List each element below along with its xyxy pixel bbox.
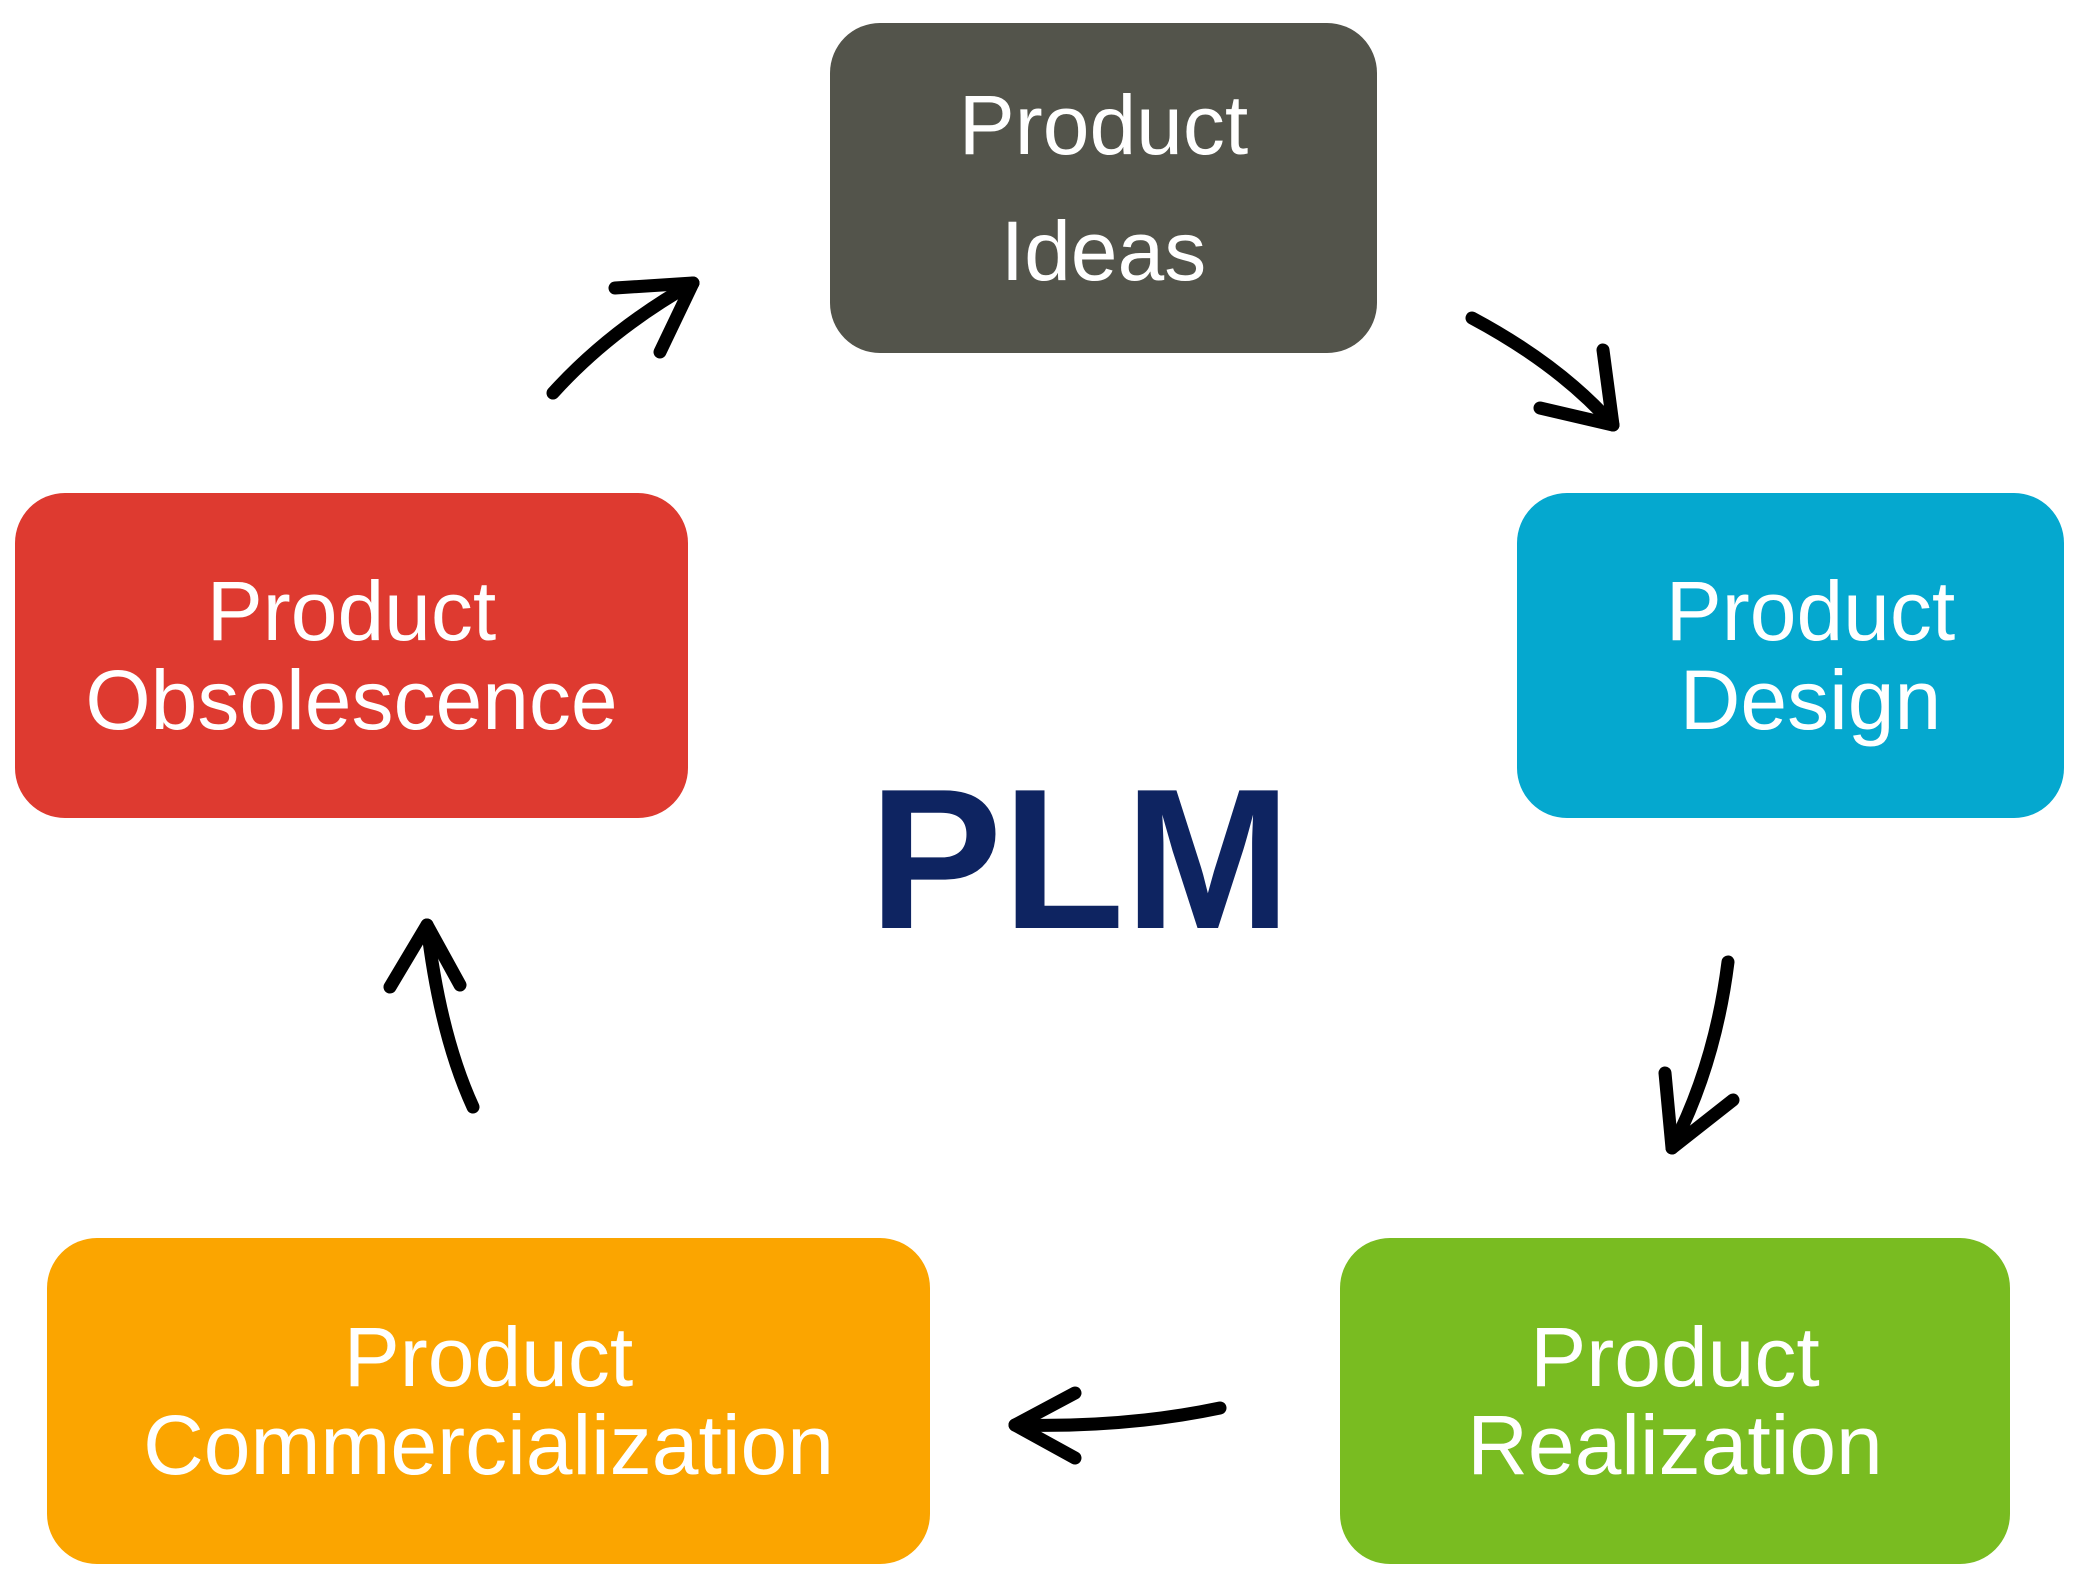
stage-product-ideas: Product Ideas: [830, 23, 1377, 353]
arrow-commercialization-to-obsolescence: [383, 918, 480, 1114]
stage-label-line2: Realization: [1467, 1398, 1883, 1492]
plm-title: PLM: [868, 748, 1292, 971]
stage-product-realization: Product Realization: [1340, 1238, 2010, 1564]
stage-label-line1: Product: [1530, 1309, 1820, 1404]
stage-label-line1: Product: [206, 564, 497, 659]
stage-label-line2: Design: [1679, 652, 1942, 747]
stage-product-obsolescence: Product Obsolescence: [15, 493, 688, 818]
stage-label-line1: Product: [958, 78, 1249, 172]
stage-label-line2: Obsolescence: [85, 652, 618, 747]
arrow-obsolescence-to-ideas: [546, 276, 700, 400]
stage-label-line1: Product: [343, 1309, 634, 1404]
stage-product-commercialization: Product Commercialization: [47, 1238, 930, 1564]
arrow-ideas-to-design: [1465, 311, 1620, 432]
arrow-design-to-realization: [1658, 955, 1740, 1155]
stage-product-design: Product Design: [1517, 493, 2064, 818]
stage-label-line1: Product: [1665, 564, 1956, 659]
stage-label-line2: Commercialization: [143, 1398, 834, 1492]
arrow-realization-to-commercialization: [1008, 1386, 1227, 1465]
stage-label-line2: Ideas: [1000, 204, 1207, 298]
